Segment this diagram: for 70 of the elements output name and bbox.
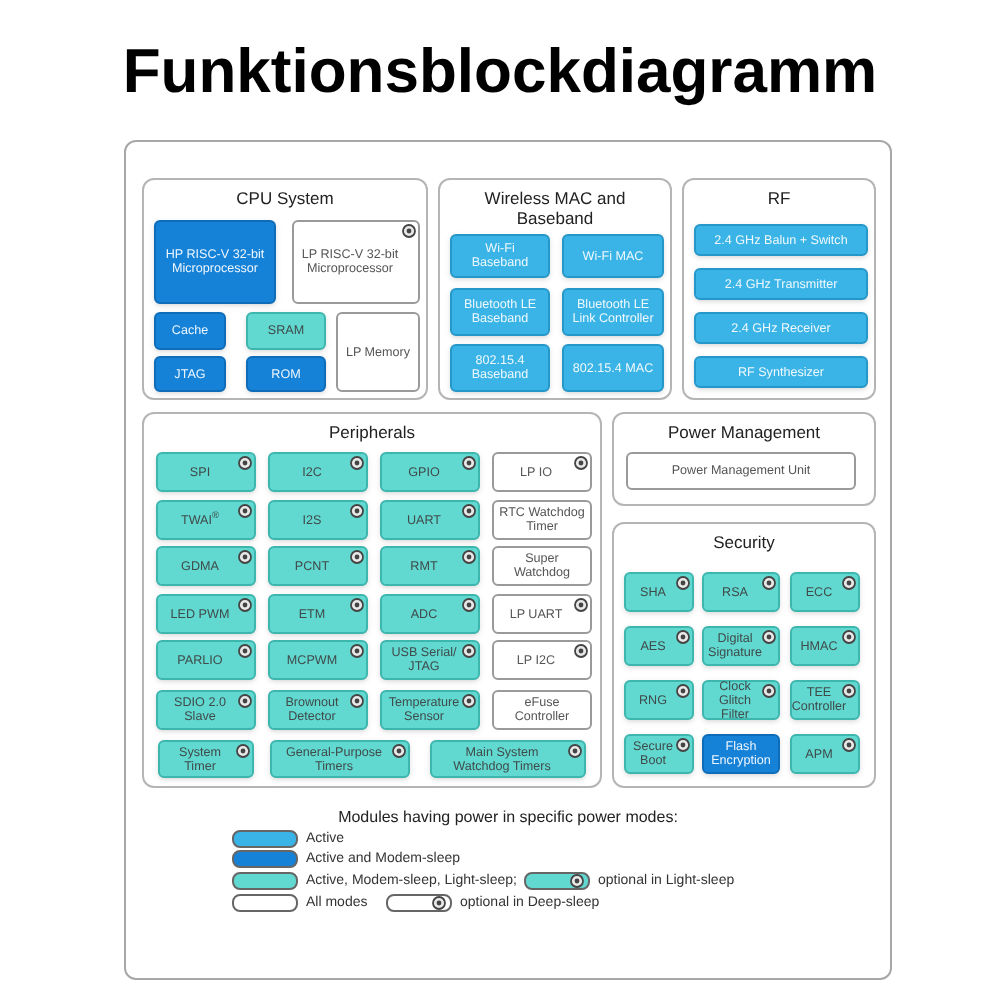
module-block (450, 288, 550, 336)
module-block (246, 312, 326, 350)
module-block (380, 452, 480, 492)
module-block (790, 626, 860, 666)
module-block (492, 594, 592, 634)
module-block (624, 734, 694, 774)
module-block (380, 640, 480, 680)
module-block (246, 356, 326, 392)
section-panel (612, 412, 876, 506)
module-block (492, 546, 592, 586)
module-block (694, 356, 868, 388)
module-block (268, 594, 368, 634)
module-block (702, 680, 780, 720)
module-block (156, 640, 256, 680)
section-panel (612, 522, 876, 788)
module-block (268, 452, 368, 492)
module-block (702, 572, 780, 612)
section-panel (682, 178, 876, 400)
module-block (694, 268, 868, 300)
module-block (492, 640, 592, 680)
module-block (380, 546, 480, 586)
module-block (158, 740, 254, 778)
module-block (336, 312, 420, 392)
section-title: Peripherals (327, 422, 417, 442)
module-block (154, 356, 226, 392)
section-title: Security (711, 532, 777, 552)
module-block (702, 626, 780, 666)
module-block (790, 680, 860, 720)
legend-title: Modules having power in specific power modes: (338, 806, 678, 830)
module-block (694, 224, 868, 256)
module-block (562, 288, 664, 336)
module-block (430, 740, 586, 778)
module-block (624, 572, 694, 612)
module-block (562, 234, 664, 278)
module-block (492, 690, 592, 730)
section-panel (438, 178, 672, 400)
module-block (156, 452, 256, 492)
module-block (702, 734, 780, 774)
module-block (270, 740, 410, 778)
module-block (156, 690, 256, 730)
section-title: Wireless MAC and Baseband (482, 188, 628, 228)
section-title: RF (765, 188, 793, 208)
module-block (380, 594, 480, 634)
module-block (624, 626, 694, 666)
module-block (694, 312, 868, 344)
module-block (292, 220, 420, 304)
module-block (562, 344, 664, 392)
module-block (380, 690, 480, 730)
module-block (156, 546, 256, 586)
module-block (624, 680, 694, 720)
module-block (380, 500, 480, 540)
section-title: CPU System (234, 188, 336, 208)
module-block (450, 234, 550, 278)
module-block (268, 640, 368, 680)
module-block (492, 452, 592, 492)
title: Funktionsblockdiagramm (122, 36, 878, 108)
module-block (790, 734, 860, 774)
module-block (450, 344, 550, 392)
module-block (156, 500, 256, 540)
module-block (790, 572, 860, 612)
module-block (156, 594, 256, 634)
module-block (154, 312, 226, 350)
module-block (268, 690, 368, 730)
module-block (626, 452, 856, 490)
module-block (268, 500, 368, 540)
module-block (268, 546, 368, 586)
section-panel (142, 412, 602, 788)
module-block (154, 220, 276, 304)
section-panel (142, 178, 428, 400)
section-title: Power Management (665, 422, 823, 442)
